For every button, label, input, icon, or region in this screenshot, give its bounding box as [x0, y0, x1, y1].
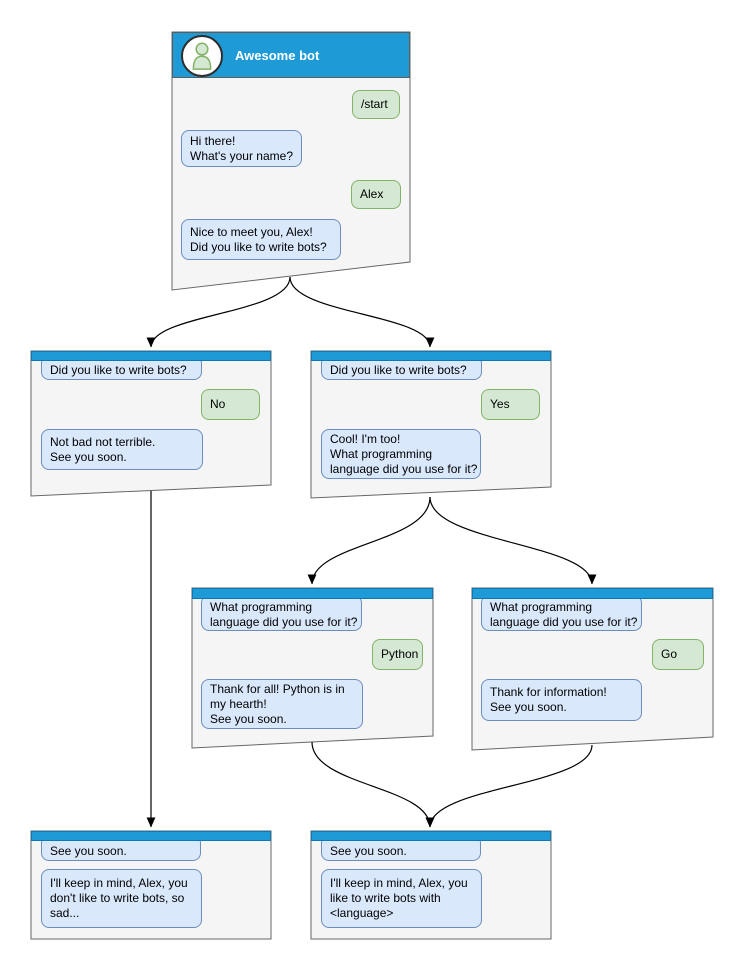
window-titlebar-strip — [311, 351, 551, 361]
user-reply-bubble: Yes — [481, 389, 540, 420]
window-titlebar-strip — [311, 831, 551, 841]
bot-message-bubble: Nice to meet you, Alex! Did you like to … — [181, 219, 341, 260]
window-titlebar-strip — [31, 831, 271, 841]
bot-message-bubble: What programming language did you use fo… — [481, 595, 642, 631]
user-reply-bubble: Go — [652, 639, 704, 670]
bot-name: Awesome bot — [235, 47, 320, 63]
window-titlebar-strip — [472, 588, 713, 599]
user-reply-bubble: Python — [372, 639, 423, 670]
user-reply-bubble: /start — [352, 90, 400, 119]
bot-message-bubble: Not bad not terrible. See you soon. — [41, 429, 203, 470]
bot-message-bubble: I'll keep in mind, Alex, you like to wri… — [321, 869, 482, 928]
window-titlebar-strip — [31, 351, 271, 361]
bot-message-bubble: Hi there! What's your name? — [181, 130, 302, 167]
edge-go-to-end-yes — [425, 744, 593, 828]
edge-start-to-no — [146, 276, 291, 348]
person-icon — [192, 42, 212, 70]
user-reply-bubble: Alex — [351, 180, 401, 209]
edge-python-to-end-yes — [311, 741, 435, 828]
edge-yes-to-python — [307, 496, 431, 585]
bot-message-bubble: I'll keep in mind, Alex, you don't like … — [41, 869, 202, 928]
edge-start-to-yes — [289, 276, 435, 348]
user-reply-bubble: No — [201, 389, 260, 420]
bot-message-bubble: Cool! I'm too! What programming language… — [321, 429, 481, 479]
window-titlebar-strip — [192, 588, 433, 599]
bot-message-bubble: Thank for information! See you soon. — [481, 679, 642, 721]
edge-yes-to-go — [429, 496, 597, 585]
bot-message-bubble: What programming language did you use fo… — [201, 595, 362, 631]
bot-message-bubble: Thank for all! Python is in my hearth! S… — [201, 679, 363, 729]
chat-window-titlebar: Awesome bot — [172, 32, 410, 78]
bot-avatar — [181, 35, 223, 77]
